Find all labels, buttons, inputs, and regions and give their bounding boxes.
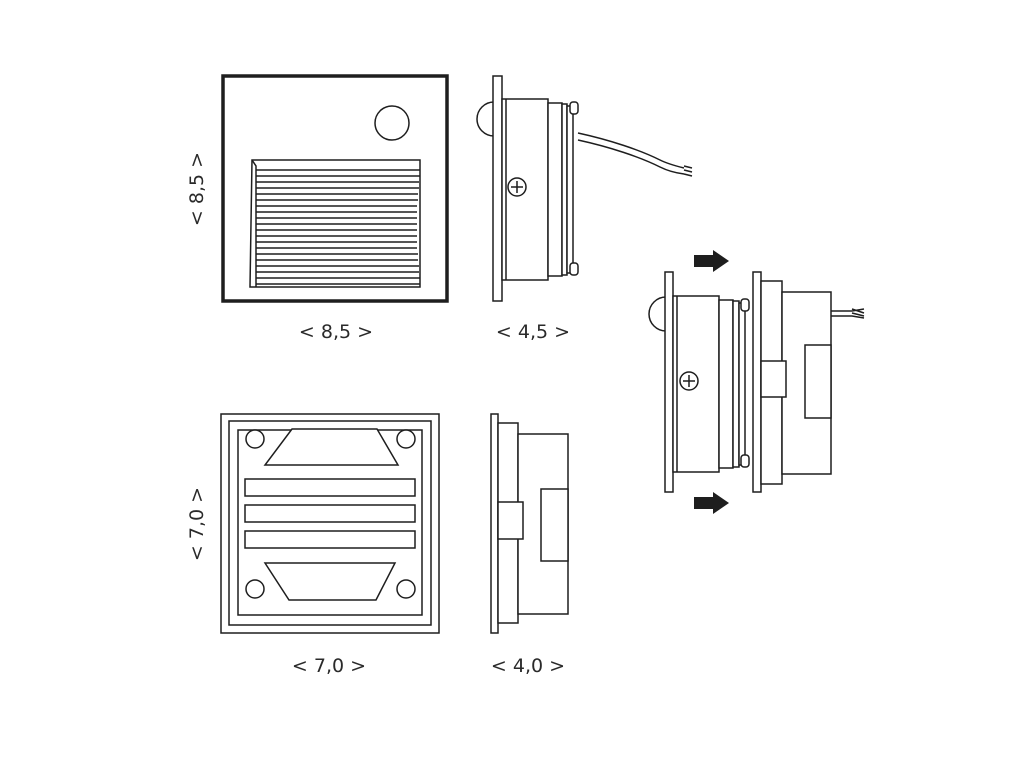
screw-icon <box>507 177 527 197</box>
assembly-view <box>648 250 865 514</box>
dimension-height-small: < 7,0 > <box>186 487 208 561</box>
vent-slot <box>244 504 416 523</box>
arrow-right-icon <box>694 492 729 514</box>
front-view-recessed-box <box>220 413 440 634</box>
dimension-width-large: < 8,5 > <box>299 321 373 343</box>
mounting-hole <box>245 579 265 599</box>
vent-slot <box>244 478 416 497</box>
dimension-depth-small: < 4,0 > <box>491 655 565 677</box>
sensor-dome <box>476 101 495 137</box>
mounting-hole <box>396 429 416 449</box>
upper-trapezoid <box>263 428 400 466</box>
power-cable <box>577 132 693 177</box>
dimension-height-large: < 8,5 > <box>186 152 208 226</box>
mounting-hole <box>245 429 265 449</box>
dimension-depth-large: < 4,5 > <box>496 321 570 343</box>
screw-icon <box>679 371 699 391</box>
mounting-hole <box>396 579 416 599</box>
sensor-lens <box>374 105 410 141</box>
sensor-dome <box>648 296 667 332</box>
front-view-cover-plate <box>221 74 449 303</box>
arrow-right-icon <box>694 250 729 272</box>
louvre-grille <box>249 159 421 288</box>
side-view-large <box>476 75 693 302</box>
lower-trapezoid <box>263 562 397 601</box>
side-view-recessed-box <box>490 413 569 634</box>
vent-slot <box>244 530 416 549</box>
dimension-width-small: < 7,0 > <box>292 655 366 677</box>
